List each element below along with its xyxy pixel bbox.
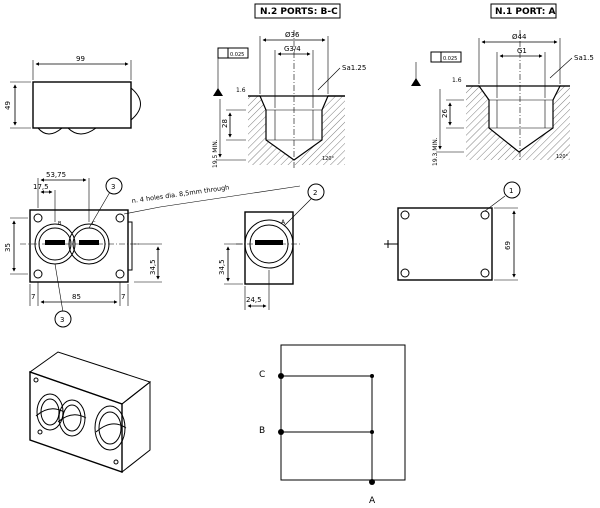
side-height-dim: 49	[4, 101, 12, 110]
cavity-a-angle: 120°	[556, 154, 569, 160]
rear-dim-width: 24,5	[246, 296, 262, 304]
header-ports-bc: N.2 PORTS: B-C	[254, 3, 341, 19]
front-dim-left: 17,5	[33, 183, 49, 191]
schematic-label-a: A	[369, 496, 376, 506]
front-port-c: C	[92, 221, 96, 227]
side-view: 99 49	[4, 55, 141, 135]
right-callout: 1	[509, 187, 513, 195]
hydraulic-schematic: C B A	[259, 344, 406, 506]
front-dim-bottom: 85	[72, 293, 81, 301]
front-port-b: B	[58, 221, 62, 227]
right-dim-height: 69	[504, 241, 512, 250]
front-callout-bottom: 3	[60, 316, 64, 324]
cavity-a-finish: 1.6	[452, 77, 462, 84]
front-dim-edge-right: 7	[121, 293, 125, 301]
cavity-a-flatness: 0.025	[443, 56, 457, 62]
cavity-bc-surface: Sa1.25	[342, 64, 366, 72]
cavity-bc-depth-min: 19.5 MIN.	[212, 139, 219, 168]
cavity-bc-flatness: 0.025	[230, 52, 244, 58]
cavity-a-section: Ø44 G1 Sa1.5 0.025 1.6 26 19.3 MIN. 120°	[411, 30, 594, 166]
side-width-dim: 99	[76, 55, 85, 63]
cavity-bc-depth: 28	[221, 119, 229, 128]
rear-port-a: A	[281, 219, 286, 226]
header-ports-bc-text: N.2 PORTS: B-C	[260, 7, 338, 17]
rear-view: A 2 34,5 24,5	[218, 183, 325, 310]
cavity-bc-thread: G3/4	[284, 45, 301, 53]
cavity-a-dia: Ø44	[512, 33, 527, 41]
schematic-label-c: C	[259, 370, 265, 380]
cavity-a-depth-min: 19.3 MIN.	[432, 137, 439, 166]
cavity-a-surface: Sa1.5	[574, 54, 594, 62]
cavity-bc-finish: 1.6	[236, 87, 246, 94]
cavity-bc-angle: 120°	[322, 156, 335, 162]
cavity-a-thread: G1	[517, 47, 527, 55]
front-callout-top: 3	[111, 183, 115, 191]
front-note: n. 4 holes dia. 8,5mm through	[131, 183, 230, 205]
header-port-a-text: N.1 PORT: A	[495, 7, 555, 17]
rear-callout: 2	[313, 189, 317, 197]
cavity-bc-dia: Ø36	[285, 31, 300, 39]
schematic-label-b: B	[259, 426, 265, 436]
front-dim-height: 35	[4, 243, 12, 252]
front-dim-port-height: 34,5	[149, 259, 157, 275]
isometric-view	[28, 351, 152, 474]
front-dim-edge-left: 7	[31, 293, 35, 301]
cavity-bc-section: Ø36 G3/4 Sa1.25 0.025 1.6 28 19.5 MIN. 1…	[212, 30, 366, 168]
front-dim-top: 53,75	[46, 171, 66, 179]
front-view: B C 53,75 17,5 35 34,5 85 7 7	[4, 171, 301, 328]
rear-dim-height: 34,5	[218, 259, 226, 275]
header-port-a: N.1 PORT: A	[490, 3, 557, 19]
cavity-a-depth: 26	[441, 109, 449, 118]
right-view: 1 69	[384, 181, 521, 281]
